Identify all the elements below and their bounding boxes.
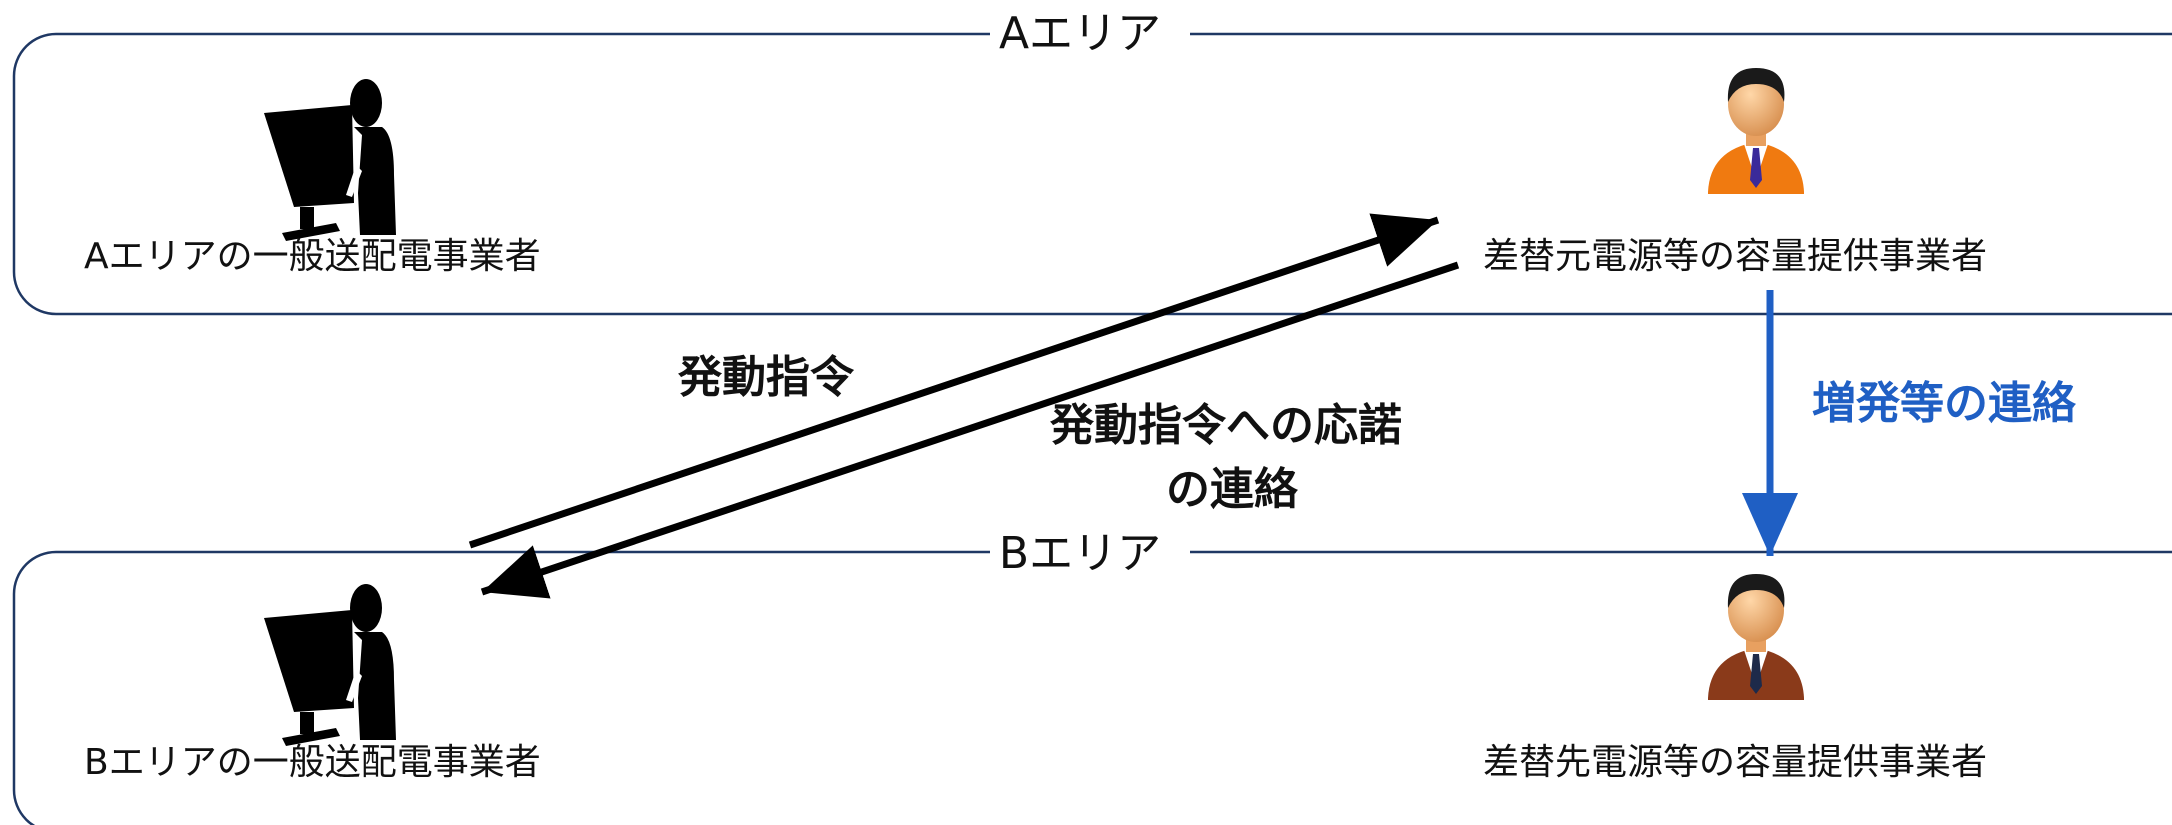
area-a: Aエリア xyxy=(12,8,2172,316)
area-a-title: Aエリア xyxy=(999,8,1161,59)
area-a-title-gap xyxy=(990,10,1190,60)
area-b: Bエリア xyxy=(12,528,2172,825)
b-provider: 差替先電源等の容量提供事業者 xyxy=(1483,574,1987,783)
operator-at-computer-icon xyxy=(264,79,396,241)
response-label-line2: の連絡 xyxy=(1166,464,1299,515)
dispatch-order-arrow xyxy=(468,213,1440,549)
area-b-title: Bエリア xyxy=(999,528,1161,579)
a-operator: Aエリアの一般送配電事業者 xyxy=(84,79,541,277)
dispatch-order-label: 発動指令 xyxy=(677,352,855,403)
businessman-icon xyxy=(1708,68,1804,194)
businessman-icon xyxy=(1708,574,1804,700)
response-arrow xyxy=(480,261,1460,599)
b-operator-label: Bエリアの一般送配電事業者 xyxy=(84,742,541,783)
a-provider-label: 差替元電源等の容量提供事業者 xyxy=(1483,236,1987,277)
a-operator-label: Aエリアの一般送配電事業者 xyxy=(84,236,541,277)
response-label-line1: 発動指令への応諾 xyxy=(1049,400,1402,451)
a-provider: 差替元電源等の容量提供事業者 xyxy=(1483,68,1987,277)
operator-at-computer-icon xyxy=(264,584,396,746)
b-operator: Bエリアの一般送配電事業者 xyxy=(84,584,541,783)
area-b-title-gap xyxy=(990,528,1190,578)
b-provider-label: 差替先電源等の容量提供事業者 xyxy=(1483,742,1987,783)
increase-notice-label: 増発等の連絡 xyxy=(1812,378,2077,429)
